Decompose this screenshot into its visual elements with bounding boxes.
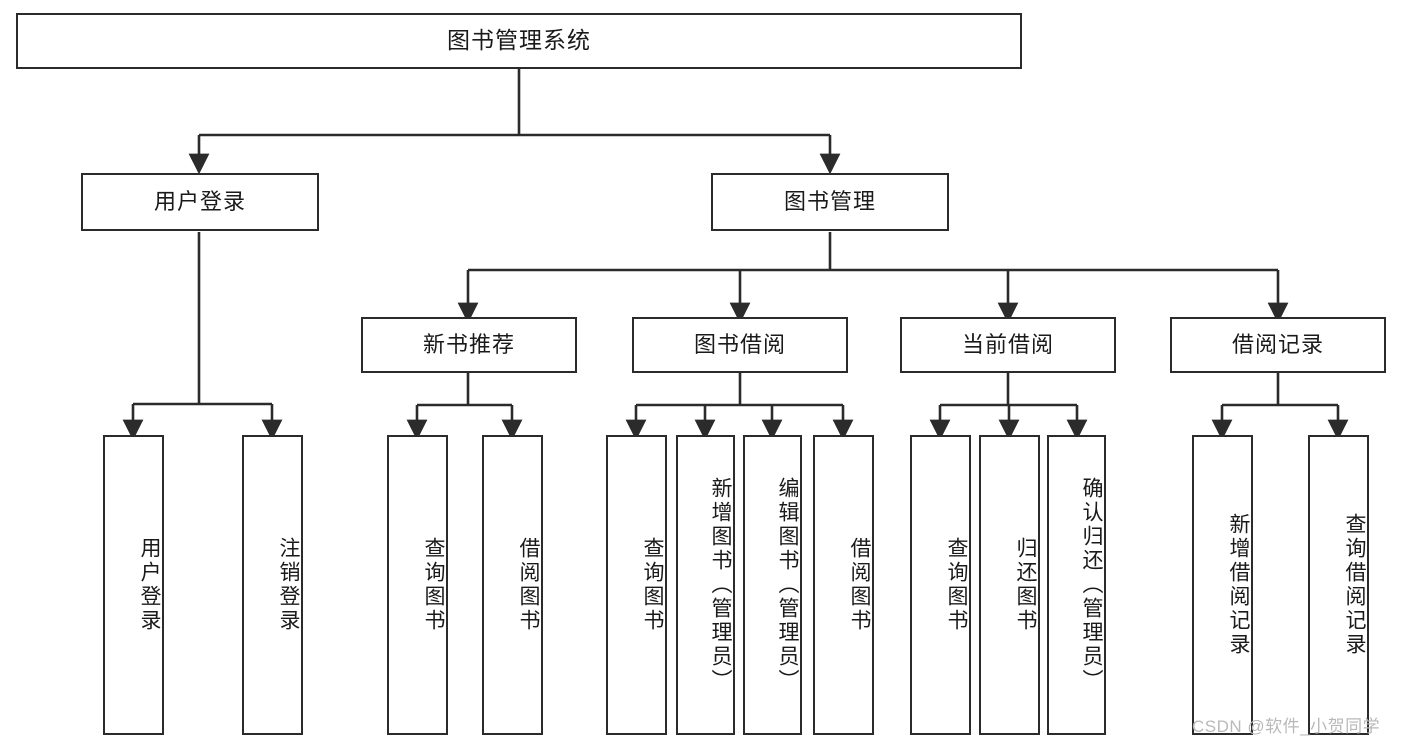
node-leaf-return-book[interactable]: 归还图书 bbox=[979, 435, 1040, 735]
node-current-borrow[interactable]: 当前借阅 bbox=[900, 317, 1116, 373]
watermark-text: CSDN @软件_小贺同学 bbox=[1192, 717, 1381, 736]
node-root[interactable]: 图书管理系统 bbox=[16, 13, 1022, 69]
node-leaf-query-book-3[interactable]: 查询图书 bbox=[910, 435, 971, 735]
node-leaf-query-record[interactable]: 查询借阅记录 bbox=[1308, 435, 1369, 735]
node-leaf-borrow-book-1[interactable]: 借阅图书 bbox=[482, 435, 543, 735]
node-book-manage[interactable]: 图书管理 bbox=[711, 173, 949, 231]
node-leaf-user-logout[interactable]: 注销登录 bbox=[242, 435, 303, 735]
node-leaf-add-book[interactable]: 新增图书（管理员） bbox=[676, 435, 735, 735]
node-leaf-query-book-2[interactable]: 查询图书 bbox=[606, 435, 667, 735]
node-leaf-confirm-return[interactable]: 确认归还（管理员） bbox=[1047, 435, 1106, 735]
node-leaf-query-book-1[interactable]: 查询图书 bbox=[387, 435, 448, 735]
node-leaf-user-login[interactable]: 用户登录 bbox=[103, 435, 164, 735]
node-leaf-add-record[interactable]: 新增借阅记录 bbox=[1192, 435, 1253, 735]
node-leaf-borrow-book-2[interactable]: 借阅图书 bbox=[813, 435, 874, 735]
node-book-borrow[interactable]: 图书借阅 bbox=[632, 317, 848, 373]
node-borrow-record[interactable]: 借阅记录 bbox=[1170, 317, 1386, 373]
node-leaf-edit-book[interactable]: 编辑图书（管理员） bbox=[743, 435, 802, 735]
node-new-book-recommend[interactable]: 新书推荐 bbox=[361, 317, 577, 373]
node-user-login[interactable]: 用户登录 bbox=[81, 173, 319, 231]
